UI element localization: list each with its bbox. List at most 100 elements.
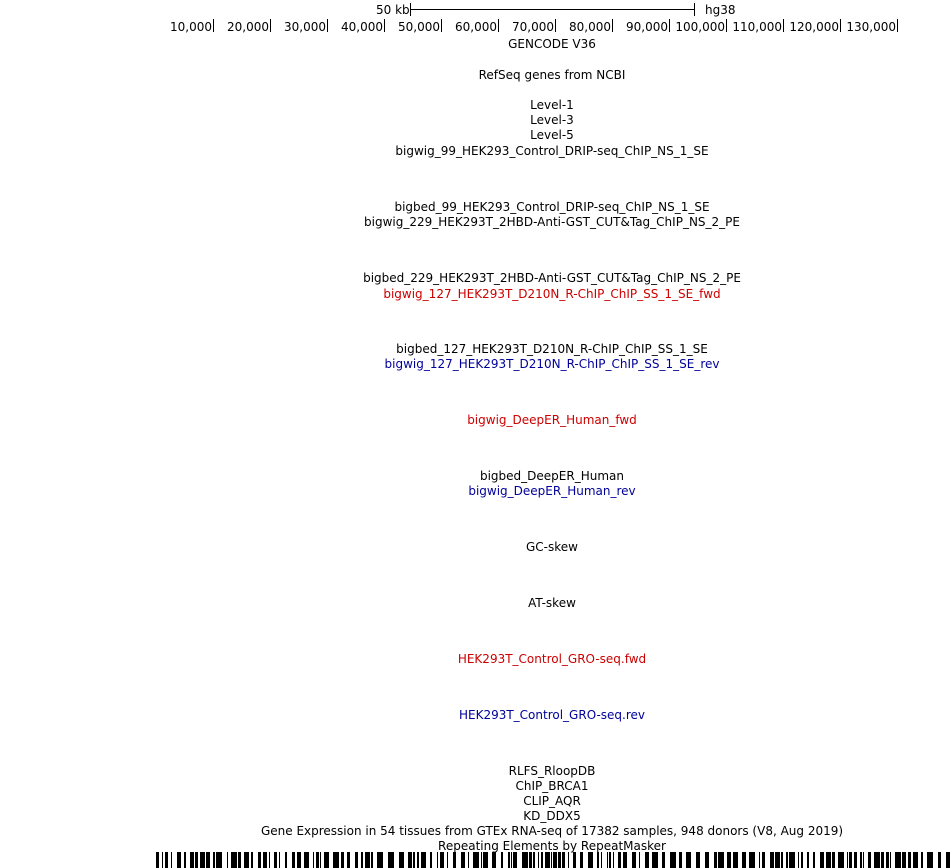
repeat-element bbox=[324, 852, 329, 868]
track-label[interactable]: bigwig_DeepER_Human_fwd bbox=[467, 413, 637, 427]
repeat-element bbox=[733, 852, 738, 868]
repeat-element bbox=[588, 852, 593, 868]
repeat-element bbox=[820, 852, 824, 868]
repeat-element bbox=[195, 852, 198, 868]
ruler-tick-mark bbox=[384, 19, 385, 32]
track-label[interactable]: ChIP_BRCA1 bbox=[515, 779, 589, 793]
repeat-element bbox=[826, 852, 831, 868]
ruler-tick-mark bbox=[783, 19, 784, 32]
track-label[interactable]: GENCODE V36 bbox=[508, 37, 596, 51]
track-label[interactable]: bigwig_229_HEK293T_2HBD-Anti-GST_CUT&Tag… bbox=[364, 215, 740, 229]
repeat-element bbox=[553, 852, 557, 868]
repeat-element bbox=[798, 852, 799, 868]
repeat-element bbox=[938, 852, 941, 868]
repeat-element bbox=[623, 852, 627, 868]
track-label[interactable]: bigbed_99_HEK293_Control_DRIP-seq_ChIP_N… bbox=[394, 200, 710, 214]
track-label[interactable]: Repeating Elements by RepeatMasker bbox=[438, 839, 666, 853]
scale-bar-right-cap bbox=[694, 3, 695, 16]
repeat-element bbox=[597, 852, 599, 868]
repeat-element bbox=[481, 852, 482, 868]
repeat-element bbox=[213, 852, 215, 868]
ruler-tick-label: 120,000 bbox=[789, 20, 839, 34]
repeat-element bbox=[801, 852, 803, 868]
repeat-element bbox=[453, 852, 456, 868]
repeat-element bbox=[156, 852, 159, 868]
track-label[interactable]: GC-skew bbox=[526, 540, 578, 554]
repeat-element bbox=[501, 852, 503, 868]
repeat-element bbox=[162, 852, 163, 868]
repeat-element bbox=[639, 852, 640, 868]
repeat-element bbox=[529, 852, 532, 868]
repeat-element bbox=[562, 852, 565, 868]
repeat-element bbox=[511, 852, 512, 868]
track-label[interactable]: HEK293T_Control_GRO-seq.rev bbox=[458, 708, 646, 722]
track-label[interactable]: AT-skew bbox=[528, 596, 576, 610]
repeat-element bbox=[377, 852, 383, 868]
repeat-element bbox=[749, 852, 755, 868]
ruler-tick-mark bbox=[840, 19, 841, 32]
ruler-tick-mark bbox=[327, 19, 328, 32]
track-label[interactable]: Level-3 bbox=[530, 113, 574, 127]
track-label[interactable]: RefSeq genes from NCBI bbox=[478, 68, 626, 82]
repeat-element bbox=[670, 852, 676, 868]
repeat-element bbox=[696, 852, 700, 868]
repeat-element bbox=[573, 852, 576, 868]
ruler-tick-mark bbox=[441, 19, 442, 32]
repeat-element bbox=[297, 852, 301, 868]
repeat-element bbox=[216, 852, 222, 868]
track-label[interactable]: RLFS_RloopDB bbox=[508, 764, 596, 778]
ruler-tick-mark bbox=[213, 19, 214, 32]
ruler-tick-label: 130,000 bbox=[846, 20, 896, 34]
track-label[interactable]: bigbed_DeepER_Human bbox=[479, 469, 624, 483]
ruler-tick-label: 20,000 bbox=[227, 20, 269, 34]
repeat-element bbox=[251, 852, 253, 868]
track-label[interactable]: KD_DDX5 bbox=[523, 809, 581, 823]
repeat-element bbox=[333, 852, 339, 868]
ruler-tick-mark bbox=[669, 19, 670, 32]
repeat-element bbox=[292, 852, 295, 868]
track-label[interactable]: bigwig_127_HEK293T_D210N_R-ChIP_ChIP_SS_… bbox=[383, 287, 721, 301]
repeat-element bbox=[440, 852, 444, 868]
repeat-element bbox=[304, 852, 309, 868]
repeat-element bbox=[513, 852, 517, 868]
repeat-element bbox=[838, 852, 844, 868]
track-label[interactable]: Gene Expression in 54 tissues from GTEx … bbox=[260, 824, 844, 838]
repeat-element bbox=[316, 852, 319, 868]
repeat-element bbox=[652, 852, 658, 868]
track-label[interactable]: bigwig_127_HEK293T_D210N_R-ChIP_ChIP_SS_… bbox=[384, 357, 720, 371]
repeat-element bbox=[607, 852, 608, 868]
repeat-element bbox=[908, 852, 911, 868]
repeat-element bbox=[618, 852, 621, 868]
track-label[interactable]: Level-1 bbox=[530, 98, 574, 112]
track-label[interactable]: HEK293T_Control_GRO-seq.fwd bbox=[457, 652, 647, 666]
ruler-tick-label: 100,000 bbox=[675, 20, 725, 34]
repeat-element bbox=[789, 852, 795, 868]
repeat-element bbox=[447, 852, 448, 868]
track-label[interactable]: bigwig_DeepER_Human_rev bbox=[468, 484, 636, 498]
repeat-element bbox=[718, 852, 724, 868]
track-label[interactable]: bigbed_127_HEK293T_D210N_R-ChIP_ChIP_SS_… bbox=[396, 342, 708, 356]
repeat-element bbox=[473, 852, 479, 868]
repeat-element bbox=[371, 852, 373, 868]
repeat-element bbox=[200, 852, 205, 868]
repeat-element bbox=[545, 852, 550, 868]
repeat-element bbox=[807, 852, 809, 868]
repeat-element bbox=[613, 852, 614, 868]
repeat-element bbox=[886, 852, 889, 868]
ruler-tick-mark bbox=[498, 19, 499, 32]
track-label[interactable]: bigwig_99_HEK293_Control_DRIP-seq_ChIP_N… bbox=[395, 144, 709, 158]
repeat-element bbox=[902, 852, 906, 868]
ruler-tick-mark bbox=[612, 19, 613, 32]
track-label[interactable]: Level-5 bbox=[530, 128, 574, 142]
repeat-element bbox=[727, 852, 731, 868]
repeat-element bbox=[355, 852, 358, 868]
repeat-element bbox=[206, 852, 210, 868]
repeat-element bbox=[408, 852, 412, 868]
track-label[interactable]: CLIP_AQR bbox=[523, 794, 581, 808]
repeat-element bbox=[705, 852, 709, 868]
repeat-element bbox=[399, 852, 404, 868]
repeat-element bbox=[285, 852, 287, 868]
repeat-element bbox=[775, 852, 780, 868]
track-label[interactable]: bigbed_229_HEK293T_2HBD-Anti-GST_CUT&Tag… bbox=[363, 271, 741, 285]
